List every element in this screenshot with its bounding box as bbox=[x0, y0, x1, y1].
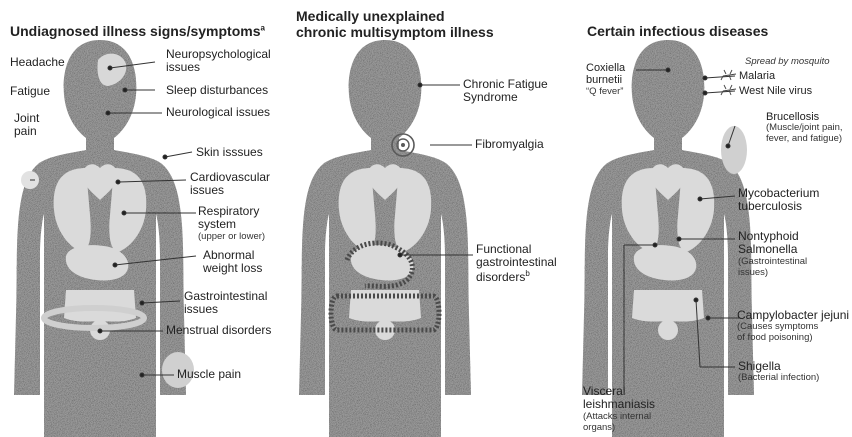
label-sleep: Sleep disturbances bbox=[166, 84, 268, 97]
label-west-nile: West Nile virus bbox=[739, 85, 812, 97]
label-malaria: Malaria bbox=[739, 70, 775, 82]
label-muscle-pain: Muscle pain bbox=[177, 368, 241, 381]
label-neurological: Neurological issues bbox=[166, 106, 270, 119]
panel-title-infectious: Certain infectious diseases bbox=[587, 24, 768, 40]
label-menstrual: Menstrual disorders bbox=[166, 324, 271, 337]
label-brucellosis: Brucellosis (Muscle/joint pain, fever, a… bbox=[766, 111, 843, 145]
label-fatigue: Fatigue bbox=[10, 85, 50, 98]
label-shigella: Shigella (Bacterial infection) bbox=[738, 360, 819, 384]
panel-title-unexplained: Medically unexplained chronic multisympt… bbox=[296, 9, 494, 40]
panel-title-undiagnosed: Undiagnosed illness signs/symptomsa bbox=[10, 24, 265, 40]
label-headache: Headache bbox=[10, 56, 65, 69]
label-campylobacter: Campylobacter jejuni (Causes symptoms of… bbox=[737, 309, 849, 344]
label-skin: Skin isssues bbox=[196, 146, 263, 159]
label-spread-by-mosquito: Spread by mosquito bbox=[745, 57, 830, 68]
label-fibromyalgia: Fibromyalgia bbox=[475, 138, 544, 151]
